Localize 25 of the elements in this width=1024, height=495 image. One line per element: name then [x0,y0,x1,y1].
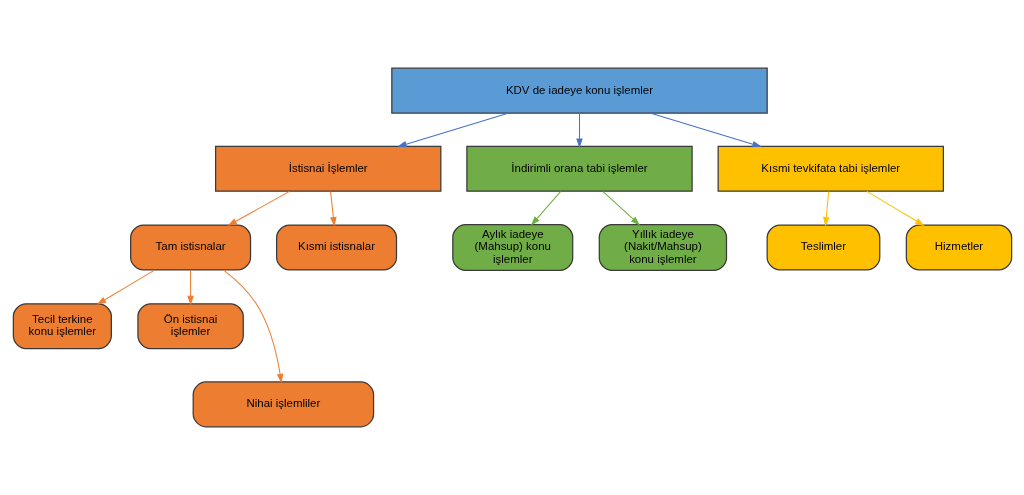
arrow [530,191,561,226]
node-box: Yıllık iadeye (Nakit/Mahsup) konu işlemler [598,223,727,272]
node-box: İndirimli orana tabi işlemler [465,145,693,192]
node-box: Tecil terkine konu işlemler [12,303,112,350]
arrow [96,269,155,305]
arrow [822,191,830,227]
node-box: Kısmi tevkifata tabi işlemler [717,145,944,192]
node-box: Nihai işlemliler [192,381,374,428]
arrow [602,191,640,226]
arrow [329,191,337,227]
arrow [227,190,290,226]
node-box: Aylık iadeye (Mahsup) konu işlemler [451,223,573,272]
node-box: KDV de iadeye konu işlemler [390,67,768,114]
node-box: Hizmetler [905,224,1012,271]
node-box: Teslimler [766,224,880,271]
arrow [222,269,283,384]
node-box: Ön istisnai işlemler [136,303,244,350]
arrow [649,112,762,148]
node-box: Kısmi istisnalar [275,224,397,271]
arrow [865,190,925,226]
arrow [186,269,194,306]
node-box: Tam istisnalar [129,224,251,271]
node-box: İstisnai İşlemler [214,145,441,192]
arrow [396,112,509,148]
arrow [575,112,583,148]
